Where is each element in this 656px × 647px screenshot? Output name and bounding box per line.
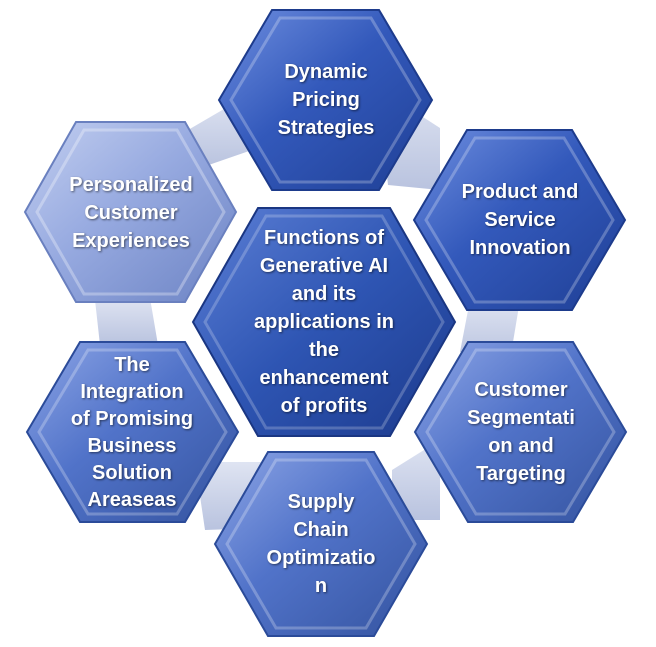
hex-lower-right bbox=[413, 341, 628, 523]
connector-lower-left-upper-left bbox=[95, 298, 158, 345]
hex-center bbox=[191, 207, 457, 437]
connector-lower-right-bottom bbox=[392, 440, 440, 520]
hex-upper-left bbox=[23, 121, 238, 303]
hex-top bbox=[217, 9, 434, 191]
hex-upper-right bbox=[412, 129, 627, 311]
hex-lower-left bbox=[25, 341, 240, 523]
hex-bottom bbox=[213, 451, 429, 637]
